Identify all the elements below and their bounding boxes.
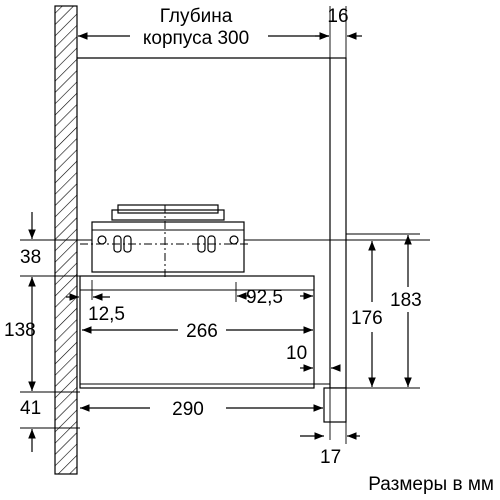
bottom-dimensions: 290 17: [80, 399, 360, 468]
units-note: Размеры в мм: [368, 474, 494, 495]
dim-266: 266: [186, 321, 218, 342]
dim-17: 17: [320, 447, 341, 468]
mounting-holes: [97, 235, 239, 253]
dim-138: 138: [4, 320, 36, 341]
dim-10: 10: [286, 343, 307, 364]
cabinet-outline: [77, 57, 347, 389]
dim-176: 176: [351, 308, 383, 329]
right-dimensions: 176 183: [346, 233, 422, 389]
dim-92-5: 92,5: [246, 287, 283, 308]
inner-dimensions: 12,5 92,5 266 10: [66, 280, 341, 388]
depth-label-line2: корпуса 300: [143, 28, 249, 49]
fan-housing: [80, 204, 430, 280]
depth-dimension: Глубина корпуса 300 16: [78, 6, 362, 58]
left-dimensions: 38 138 41: [4, 212, 92, 452]
dim-41: 41: [20, 398, 41, 419]
dim-38: 38: [20, 247, 41, 268]
dim-183: 183: [390, 290, 422, 311]
depth-label-line1: Глубина: [160, 6, 233, 27]
dim-16: 16: [327, 6, 348, 27]
dim-12-5: 12,5: [88, 304, 125, 325]
hood-body: [79, 275, 347, 440]
dim-290: 290: [172, 399, 204, 420]
